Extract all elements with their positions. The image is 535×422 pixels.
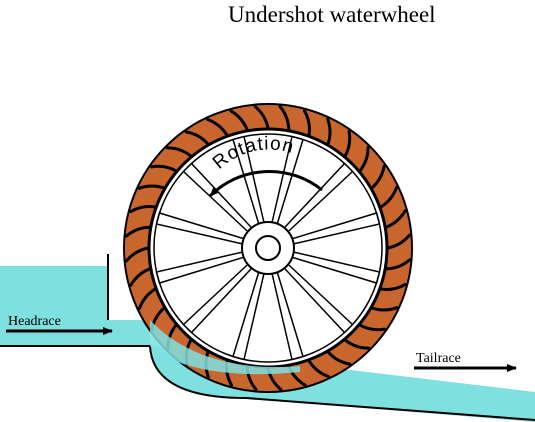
- wheel-paddle: [384, 258, 411, 271]
- wheel-paddle: [129, 205, 157, 214]
- wheel-paddle: [302, 109, 311, 137]
- wheel-paddle: [206, 118, 229, 137]
- wheel-paddle: [370, 306, 399, 312]
- wheel-paddle: [384, 209, 407, 229]
- wheel-paddle: [358, 145, 370, 173]
- tailrace-label: Tailrace: [416, 351, 461, 366]
- wheel-paddle: [165, 146, 193, 158]
- wheel-paddle: [326, 350, 352, 366]
- wheel-paddle: [307, 359, 330, 378]
- tailrace-indicator: Tailrace: [414, 351, 517, 372]
- wheel-paddle: [358, 323, 386, 332]
- wheel-paddle: [278, 105, 291, 132]
- wheel-paddle: [184, 130, 210, 146]
- wheel-paddle: [386, 233, 411, 250]
- wheel-paddle: [379, 282, 407, 291]
- headrace-indicator: Headrace: [6, 314, 113, 335]
- wheel-paddle: [138, 287, 157, 310]
- wheel-paddle: [343, 130, 352, 158]
- wheel-paddle: [125, 246, 150, 263]
- wheel-paddle: [150, 164, 178, 173]
- headrace-water: [0, 266, 150, 346]
- wheel-paddle: [370, 164, 386, 190]
- wheel-paddle: [129, 267, 152, 287]
- wheel-paddle: [137, 184, 166, 190]
- water-over-wheel: [150, 320, 300, 375]
- wheel-paddle: [326, 117, 332, 146]
- wheel-paddle: [379, 186, 398, 209]
- wheel-paddle: [125, 225, 152, 238]
- wheel-axle: [255, 235, 281, 261]
- headrace-label: Headrace: [8, 314, 61, 329]
- wheel-inner-rim-2: [153, 133, 383, 363]
- wheel-paddle: [253, 105, 270, 130]
- rotation-arrow-icon: [208, 169, 323, 198]
- wheel-paddle: [229, 109, 249, 132]
- channel-floor: [0, 345, 535, 421]
- wheel-paddle: [343, 338, 371, 350]
